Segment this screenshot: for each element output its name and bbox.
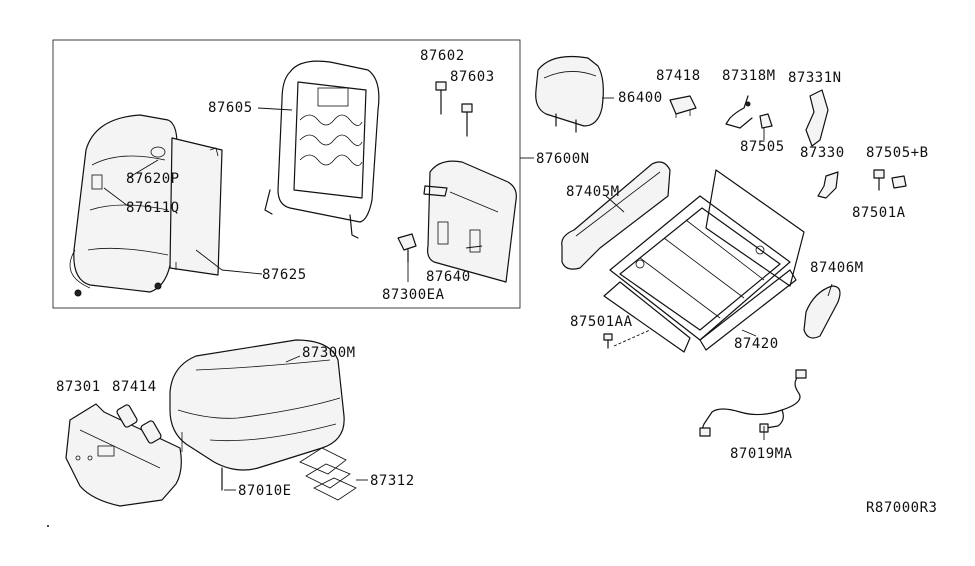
diagram-reference-code: R87000R3 <box>866 500 937 516</box>
label-87605: 87605 <box>208 100 253 116</box>
label-87640: 87640 <box>426 269 471 285</box>
label-87602: 87602 <box>420 48 465 64</box>
label-87625: 87625 <box>262 267 307 283</box>
seatback-frame <box>264 60 380 239</box>
label-87010e: 87010E <box>238 483 292 499</box>
label-87318m: 87318M <box>722 68 776 84</box>
bracket-87330 <box>817 171 839 199</box>
seatback-back-board <box>423 160 517 283</box>
seat-side-finisher <box>65 403 182 507</box>
bolt-87602 <box>435 81 447 115</box>
cover-87331n <box>805 89 829 147</box>
clip-87505 <box>759 113 773 129</box>
seatback-assembly-frame <box>52 39 521 309</box>
label-87501a: 87501A <box>852 205 906 221</box>
label-87414: 87414 <box>112 379 157 395</box>
seat-cushion-frame <box>603 169 805 353</box>
label-87300ea: 87300EA <box>382 287 445 303</box>
leader-lines <box>103 97 833 491</box>
label-87301: 87301 <box>56 379 101 395</box>
label-87405m: 87405M <box>566 184 620 200</box>
screw-87501aa <box>603 329 651 349</box>
label-87331n: 87331N <box>788 70 842 86</box>
knob-87414 <box>116 404 162 444</box>
seatback-board <box>169 137 223 276</box>
label-87418: 87418 <box>656 68 701 84</box>
wire-harness <box>699 369 807 437</box>
label-87300m: 87300M <box>302 345 356 361</box>
headrest <box>535 55 604 133</box>
bracket-87418 <box>669 95 697 118</box>
label-87505: 87505 <box>740 139 785 155</box>
label-87505b: 87505+B <box>866 145 929 161</box>
label-87330: 87330 <box>800 145 845 161</box>
label-87501aa: 87501AA <box>570 314 633 330</box>
label-86400: 86400 <box>618 90 663 106</box>
label-87019ma: 87019MA <box>730 446 793 462</box>
label-87611q: 87611Q <box>126 200 180 216</box>
seat-side-cover <box>561 161 671 270</box>
label-87600n: 87600N <box>536 151 590 167</box>
screw-87501a <box>873 169 885 191</box>
label-87420: 87420 <box>734 336 779 352</box>
clip-87505b <box>891 175 907 189</box>
seat-cushion <box>169 339 345 491</box>
harness-87318m <box>725 95 753 129</box>
label-87406m: 87406M <box>810 260 864 276</box>
clip-87300ea <box>397 233 417 263</box>
label-87603: 87603 <box>450 69 495 85</box>
bolt-87603 <box>461 103 473 137</box>
cushion-wire-87312 <box>299 447 357 501</box>
dot-mark <box>47 525 49 527</box>
label-87312: 87312 <box>370 473 415 489</box>
part-labels: 87602 87603 87605 87620P 87611Q 87625 87… <box>56 48 937 516</box>
side-cover-87406m <box>803 285 841 339</box>
label-87620p: 87620P <box>126 171 180 187</box>
